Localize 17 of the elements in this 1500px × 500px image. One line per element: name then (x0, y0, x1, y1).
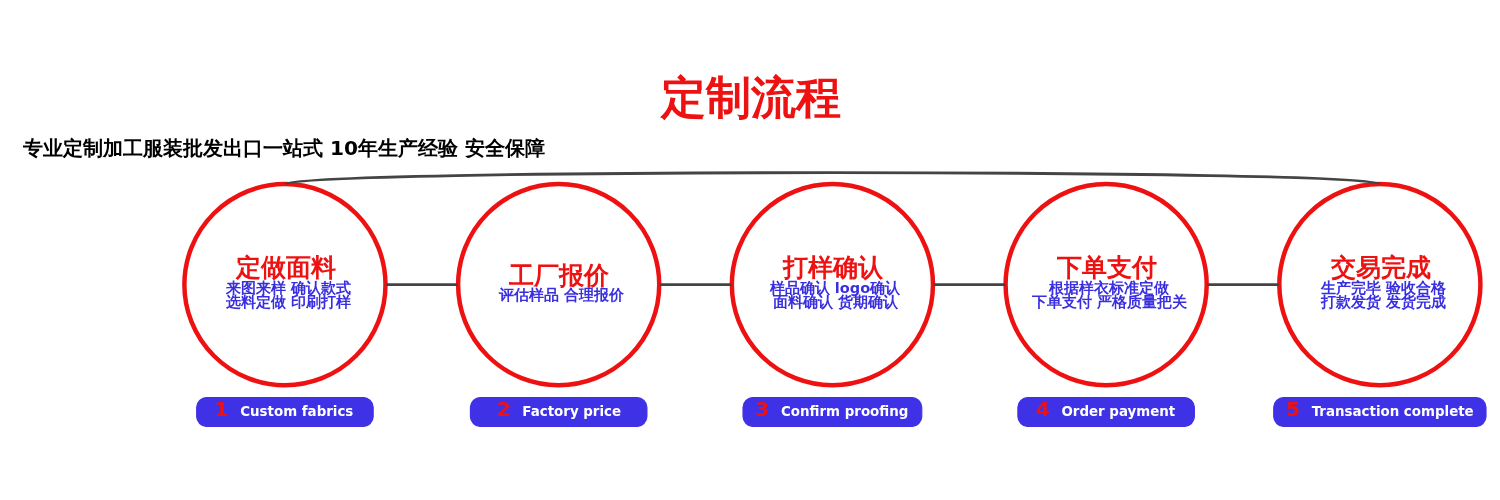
node-circle: 工厂报价 评估样品 合理报价 (455, 181, 662, 388)
connector (933, 283, 1006, 287)
node-circle: 交易完成 生产完毕 验收合格 打款发货 发货完成 (1277, 181, 1483, 388)
diagram-title: 定制流程 (660, 71, 841, 124)
node-circle: 打样确认 样品确认 logo确认 面料确认 货期确认 (729, 181, 936, 388)
node-box: 2 Factory price (469, 396, 648, 428)
connector (386, 283, 458, 287)
node-circle: 下单支付 根据样衣标准定做 下单支付 严格质量把关 (1003, 181, 1209, 388)
connector (284, 171, 1381, 186)
node-box: 4 Order payment (1017, 396, 1195, 428)
connector (1207, 283, 1279, 287)
label: 专业定制加工服装批发出口一站式 10年生产经验 安全保障 (22, 136, 545, 161)
node-box: 1 Custom fabrics (196, 396, 374, 428)
node-box: 5 Transaction complete (1273, 396, 1487, 428)
node-circle: 定做面料 来图来样 确认款式 选料定做 印刷打样 (182, 181, 388, 388)
connector (659, 283, 732, 287)
node-box: 3 Confirm proofing (742, 396, 923, 428)
